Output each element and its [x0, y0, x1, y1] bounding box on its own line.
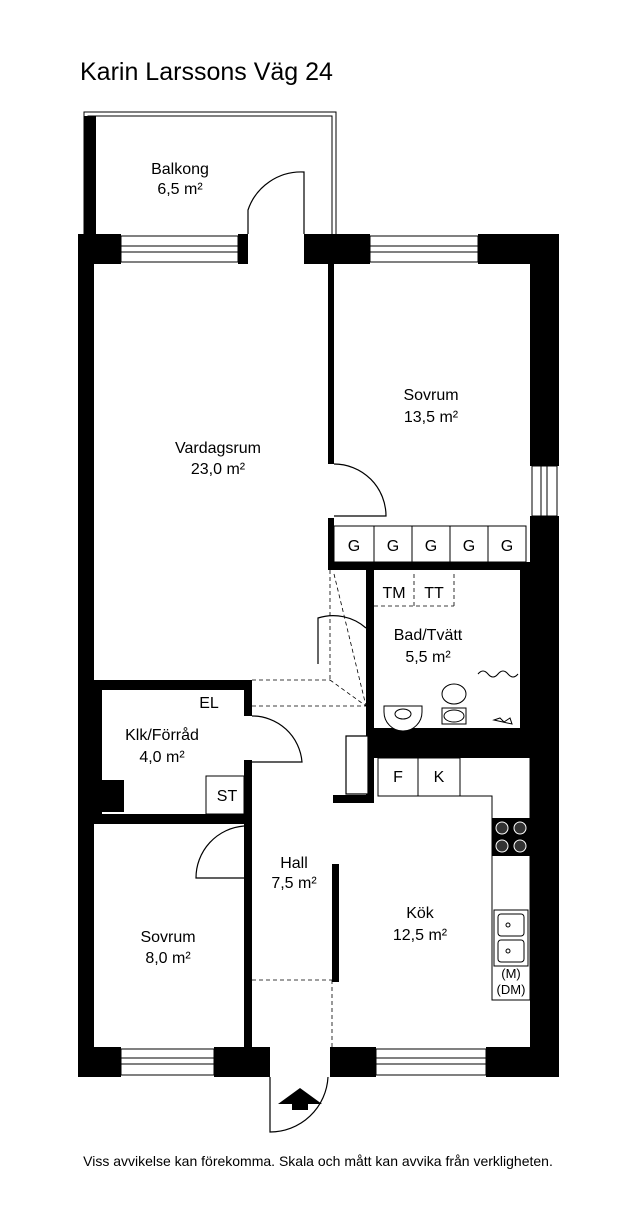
vardagsrum-label: Vardagsrum [175, 440, 261, 457]
balkong-label: Balkong [151, 161, 209, 178]
dishwasher-label: (DM) [497, 982, 526, 997]
wardrobe-row [333, 525, 527, 563]
doors [195, 171, 387, 1133]
sovrum-large-label: Sovrum [403, 387, 458, 404]
hall-label: Hall [280, 855, 308, 872]
stove [492, 818, 530, 856]
wardrobe-label: G [425, 538, 437, 555]
sovrum-small-label: Sovrum [140, 929, 195, 946]
plan-title: Karin Larssons Väg 24 [80, 58, 333, 86]
kitchen-sink [493, 909, 529, 967]
bad-label: Bad/Tvätt [394, 627, 463, 644]
balcony-post [84, 116, 96, 234]
wardrobe-label: G [501, 538, 513, 555]
balcony [83, 111, 337, 234]
wardrobe-label: G [348, 538, 360, 555]
fridge-label: K [434, 769, 445, 786]
interior-walls [94, 264, 530, 1047]
storage-label: ST [217, 788, 238, 805]
disclaimer: Viss avvikelse kan förekomma. Skala och … [83, 1153, 553, 1169]
hall-area: 7,5 m² [271, 875, 317, 892]
windows [120, 235, 558, 1076]
kok-area: 12,5 m² [393, 927, 448, 944]
bad-area: 5,5 m² [405, 649, 451, 666]
outer-walls [78, 234, 559, 1077]
sovrum-large-area: 13,5 m² [404, 409, 459, 426]
kok-label: Kök [406, 905, 435, 922]
dashed-lines [252, 570, 515, 1047]
freezer-label: F [393, 769, 403, 786]
storage-box [205, 775, 245, 815]
vardagsrum-area: 23,0 m² [191, 461, 246, 478]
klk-label: Klk/Förråd [125, 726, 199, 744]
wardrobe-label: G [463, 538, 475, 555]
entrance-arrow-icon [278, 1088, 322, 1110]
sovrum-small-area: 8,0 m² [145, 950, 191, 967]
klk-area: 4,0 m² [139, 749, 185, 766]
dryer-label: TT [424, 585, 444, 602]
balkong-area: 6,5 m² [157, 181, 203, 198]
microwave-label: (M) [501, 966, 521, 981]
electric-panel-label: EL [199, 695, 219, 712]
bathroom-fixtures [383, 664, 523, 732]
washing-machine-label: TM [382, 585, 405, 602]
wardrobe-label: G [387, 538, 399, 555]
entry-notch [262, 1047, 336, 1063]
